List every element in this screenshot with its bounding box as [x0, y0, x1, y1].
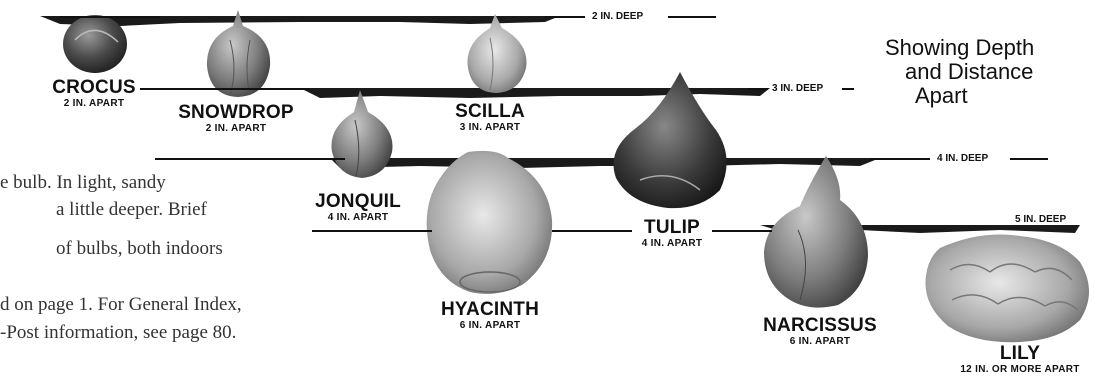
tulip-spacing: 4 IN. APART [612, 239, 732, 249]
depth-line-3in-right [748, 88, 768, 90]
hyacinth-name: HYACINTH [430, 300, 550, 319]
figure-title: Showing Depth and Distance Apart [885, 36, 1034, 108]
scilla-spacing: 3 IN. APART [430, 123, 550, 133]
body-text-line-5: -Post information, see page 80. [0, 320, 236, 345]
scilla-name: SCILLA [430, 102, 550, 121]
depth-line-2in-left [60, 16, 160, 18]
title-line-3: Apart [885, 84, 1034, 108]
jonquil-bulb [331, 90, 392, 178]
label-crocus: CROCUS 2 IN. APART [34, 78, 154, 109]
body-text-line-4: d on page 1. For General Index, [0, 292, 242, 317]
label-narcissus: NARCISSUS 6 IN. APART [750, 316, 890, 347]
depth-line-4in-tail [1010, 158, 1048, 160]
body-text-line-1: e bulb. In light, sandy [0, 170, 166, 195]
label-lily: LILY 12 IN. OR MORE APART [940, 344, 1100, 375]
lily-name: LILY [940, 344, 1100, 363]
lily-spacing: 12 IN. OR MORE APART [940, 365, 1100, 375]
depth-line-2in-tail [668, 16, 716, 18]
depth-line-5in-left [312, 230, 432, 232]
depth-label-2in: 2 IN. DEEP [592, 11, 643, 22]
jonquil-spacing: 4 IN. APART [298, 213, 418, 223]
depth-line-3in-left [140, 88, 310, 90]
snowdrop-bulb [207, 10, 270, 97]
narcissus-name: NARCISSUS [750, 316, 890, 335]
hyacinth-bulb [427, 151, 552, 294]
scilla-bulb [467, 14, 526, 93]
snowdrop-name: SNOWDROP [166, 103, 306, 122]
hyacinth-spacing: 6 IN. APART [430, 321, 550, 331]
body-text-line-2: a little deeper. Brief [56, 197, 207, 222]
label-scilla: SCILLA 3 IN. APART [430, 102, 550, 133]
label-snowdrop: SNOWDROP 2 IN. APART [166, 103, 306, 134]
jonquil-name: JONQUIL [298, 192, 418, 211]
title-line-2: and Distance [885, 60, 1034, 84]
title-line-1: Showing Depth [885, 36, 1034, 60]
depth-line-2in-right [545, 16, 585, 18]
crocus-bulb [63, 15, 127, 73]
snowdrop-spacing: 2 IN. APART [166, 124, 306, 134]
depth-label-3in: 3 IN. DEEP [772, 83, 823, 94]
body-text-line-3: of bulbs, both indoors [56, 236, 223, 261]
narcissus-bulb [764, 156, 868, 308]
label-tulip: TULIP 4 IN. APART [612, 218, 732, 249]
lily-bulb [925, 235, 1089, 343]
depth-label-5in: 5 IN. DEEP [1015, 214, 1066, 225]
crocus-spacing: 2 IN. APART [34, 99, 154, 109]
depth-label-4in: 4 IN. DEEP [937, 153, 988, 164]
depth-line-4in-right [870, 158, 930, 160]
label-jonquil: JONQUIL 4 IN. APART [298, 192, 418, 223]
crocus-name: CROCUS [34, 78, 154, 97]
tulip-name: TULIP [612, 218, 732, 237]
depth-line-3in-tail [842, 88, 854, 90]
narcissus-spacing: 6 IN. APART [750, 337, 890, 347]
depth-line-4in-left [155, 158, 345, 160]
label-hyacinth: HYACINTH 6 IN. APART [430, 300, 550, 331]
